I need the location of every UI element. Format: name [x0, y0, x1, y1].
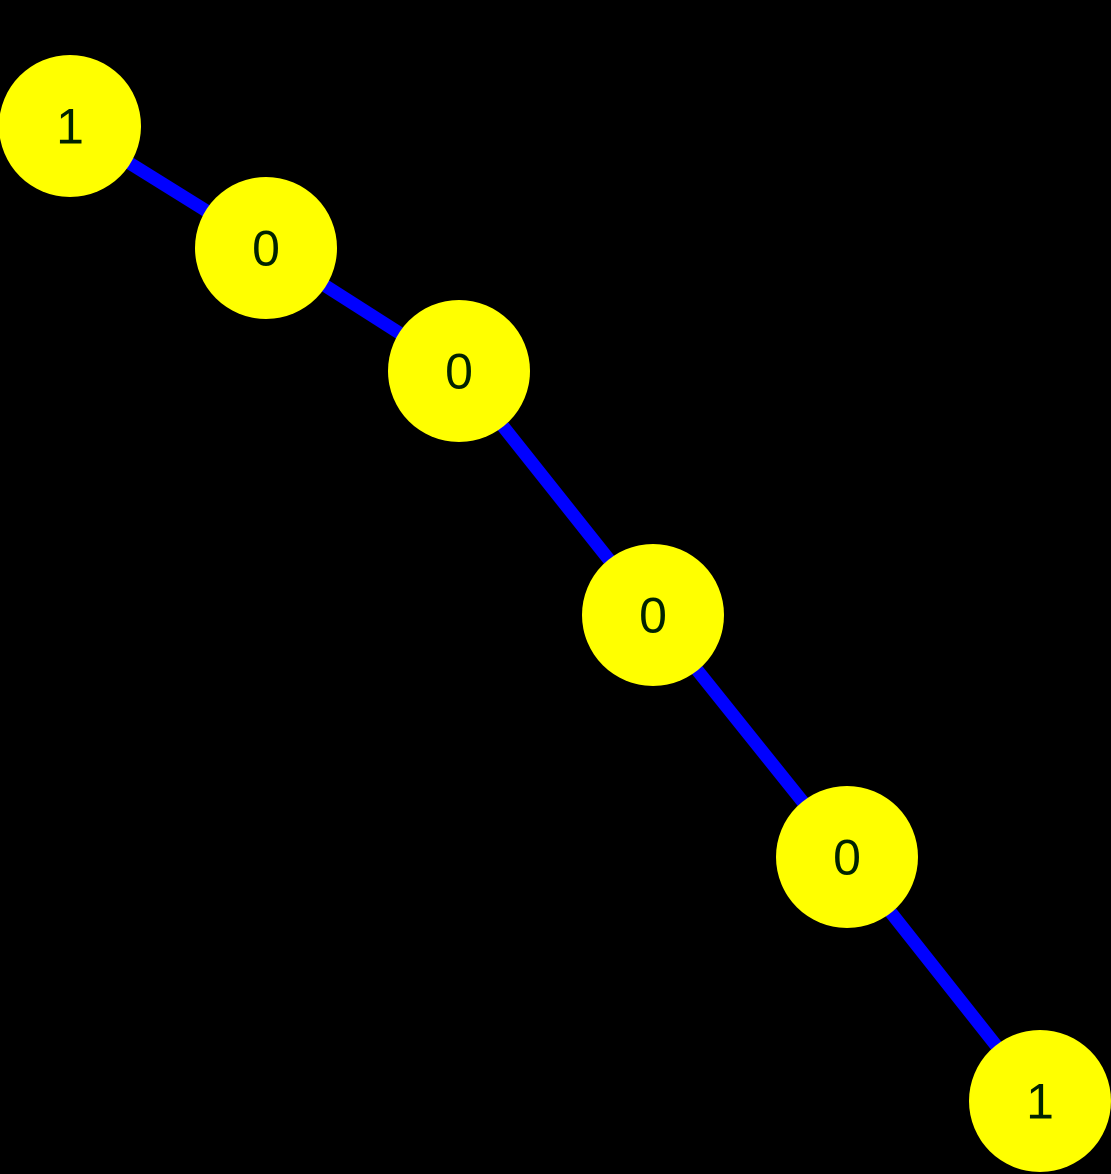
graph-node-label: 0 — [445, 344, 473, 400]
graph-node — [0, 55, 141, 197]
graph-node-label: 1 — [1026, 1074, 1054, 1130]
graph-node-label: 0 — [252, 221, 280, 277]
graph-node — [195, 177, 337, 319]
graph-node — [776, 786, 918, 928]
graph-node — [582, 544, 724, 686]
graph-node — [969, 1030, 1111, 1172]
graph-node-label: 0 — [833, 830, 861, 886]
graph-node — [388, 300, 530, 442]
graph-node-label: 1 — [56, 99, 84, 155]
graph-node-label: 0 — [639, 588, 667, 644]
